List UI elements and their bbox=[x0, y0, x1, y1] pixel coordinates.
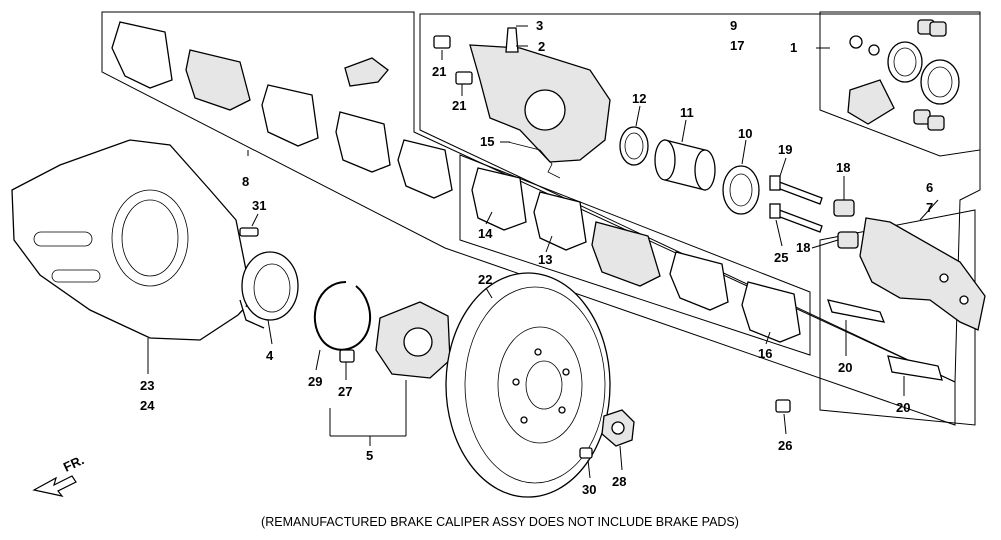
diagram-caption: (REMANUFACTURED BRAKE CALIPER ASSY DOES … bbox=[261, 515, 739, 529]
circlip bbox=[313, 281, 372, 351]
callout-28: 28 bbox=[612, 474, 626, 489]
callout-22: 22 bbox=[478, 272, 492, 287]
callout-6: 6 bbox=[926, 180, 933, 195]
screw-30 bbox=[579, 447, 593, 459]
caliper-bleeder bbox=[505, 27, 519, 53]
pad-retainer-15 bbox=[507, 141, 561, 179]
callout-2: 2 bbox=[538, 39, 545, 54]
callout-4: 4 bbox=[266, 348, 274, 363]
callout-17: 17 bbox=[730, 38, 744, 53]
callout-5: 5 bbox=[366, 448, 373, 463]
hub-bolt-27 bbox=[339, 349, 355, 363]
callout-31: 31 bbox=[252, 198, 266, 213]
callout-24: 24 bbox=[140, 398, 155, 413]
caliper-bore bbox=[524, 89, 566, 131]
callout-21a: 21 bbox=[432, 64, 446, 79]
callout-11: 11 bbox=[680, 105, 694, 120]
callout-8: 8 bbox=[242, 174, 249, 189]
callout-20b: 20 bbox=[896, 400, 910, 415]
splash-shield bbox=[11, 139, 253, 341]
wheel-bearing bbox=[241, 251, 299, 321]
callout-numbers: 1 2 3 4 5 6 7 8 9 10 11 12 13 14 15 16 1… bbox=[140, 18, 933, 497]
callout-3: 3 bbox=[536, 18, 543, 33]
shim-outer-3 bbox=[335, 111, 391, 173]
callout-13: 13 bbox=[538, 252, 552, 267]
callout-9: 9 bbox=[730, 18, 737, 33]
pad-spring-clip bbox=[344, 57, 389, 87]
leader-lines bbox=[147, 25, 939, 479]
pad-set-group-box bbox=[101, 11, 956, 426]
pad-clip-20a bbox=[827, 299, 886, 323]
inner-pad-group-box bbox=[459, 154, 811, 356]
callout-18b: 18 bbox=[796, 240, 810, 255]
callout-12: 12 bbox=[632, 91, 646, 106]
callout-16: 16 bbox=[758, 346, 772, 361]
brake-disc bbox=[445, 272, 611, 498]
pin-boot-18b bbox=[837, 231, 859, 249]
callout-27: 27 bbox=[338, 384, 352, 399]
callout-19: 19 bbox=[778, 142, 792, 157]
dust-boot bbox=[722, 165, 760, 215]
bolt-31 bbox=[239, 227, 259, 237]
front-direction-label: FR. bbox=[61, 452, 86, 474]
callout-26: 26 bbox=[778, 438, 792, 453]
callout-29: 29 bbox=[308, 374, 322, 389]
callout-25: 25 bbox=[774, 250, 788, 265]
callout-23: 23 bbox=[140, 378, 154, 393]
seal-kit-group-box bbox=[819, 11, 981, 157]
brake-pad-inner bbox=[591, 221, 661, 287]
callout-20a: 20 bbox=[838, 360, 852, 375]
pin-boot-18a bbox=[833, 199, 855, 217]
shim-inner-16 bbox=[741, 281, 801, 343]
shim-outer-2 bbox=[261, 84, 319, 147]
bracket-group-box bbox=[819, 209, 976, 426]
piston-seal bbox=[619, 126, 649, 166]
callout-18a: 18 bbox=[836, 160, 850, 175]
bolt-26 bbox=[775, 399, 791, 413]
caliper-bracket bbox=[859, 217, 986, 331]
callout-7: 7 bbox=[926, 200, 933, 215]
front-direction-arrow-icon bbox=[32, 475, 77, 497]
pad-clip-20b bbox=[887, 355, 943, 381]
seal-kit-ring-1 bbox=[887, 41, 923, 83]
shim-inner-2 bbox=[669, 251, 729, 311]
callout-1: 1 bbox=[790, 40, 797, 55]
shim-inner-13 bbox=[533, 191, 587, 251]
bolt-21-lower bbox=[455, 71, 473, 85]
seal-kit-ring-2 bbox=[920, 59, 960, 105]
shim-inner-14 bbox=[471, 167, 527, 231]
callout-30: 30 bbox=[582, 482, 596, 497]
callout-15: 15 bbox=[480, 134, 494, 149]
bolt-21-upper bbox=[433, 35, 451, 49]
callout-21b: 21 bbox=[452, 98, 466, 113]
callout-14: 14 bbox=[478, 226, 493, 241]
callout-10: 10 bbox=[738, 126, 752, 141]
shim-outer-4 bbox=[397, 139, 453, 199]
brake-pad-outer bbox=[185, 49, 251, 111]
shim-outer-1 bbox=[111, 21, 173, 89]
